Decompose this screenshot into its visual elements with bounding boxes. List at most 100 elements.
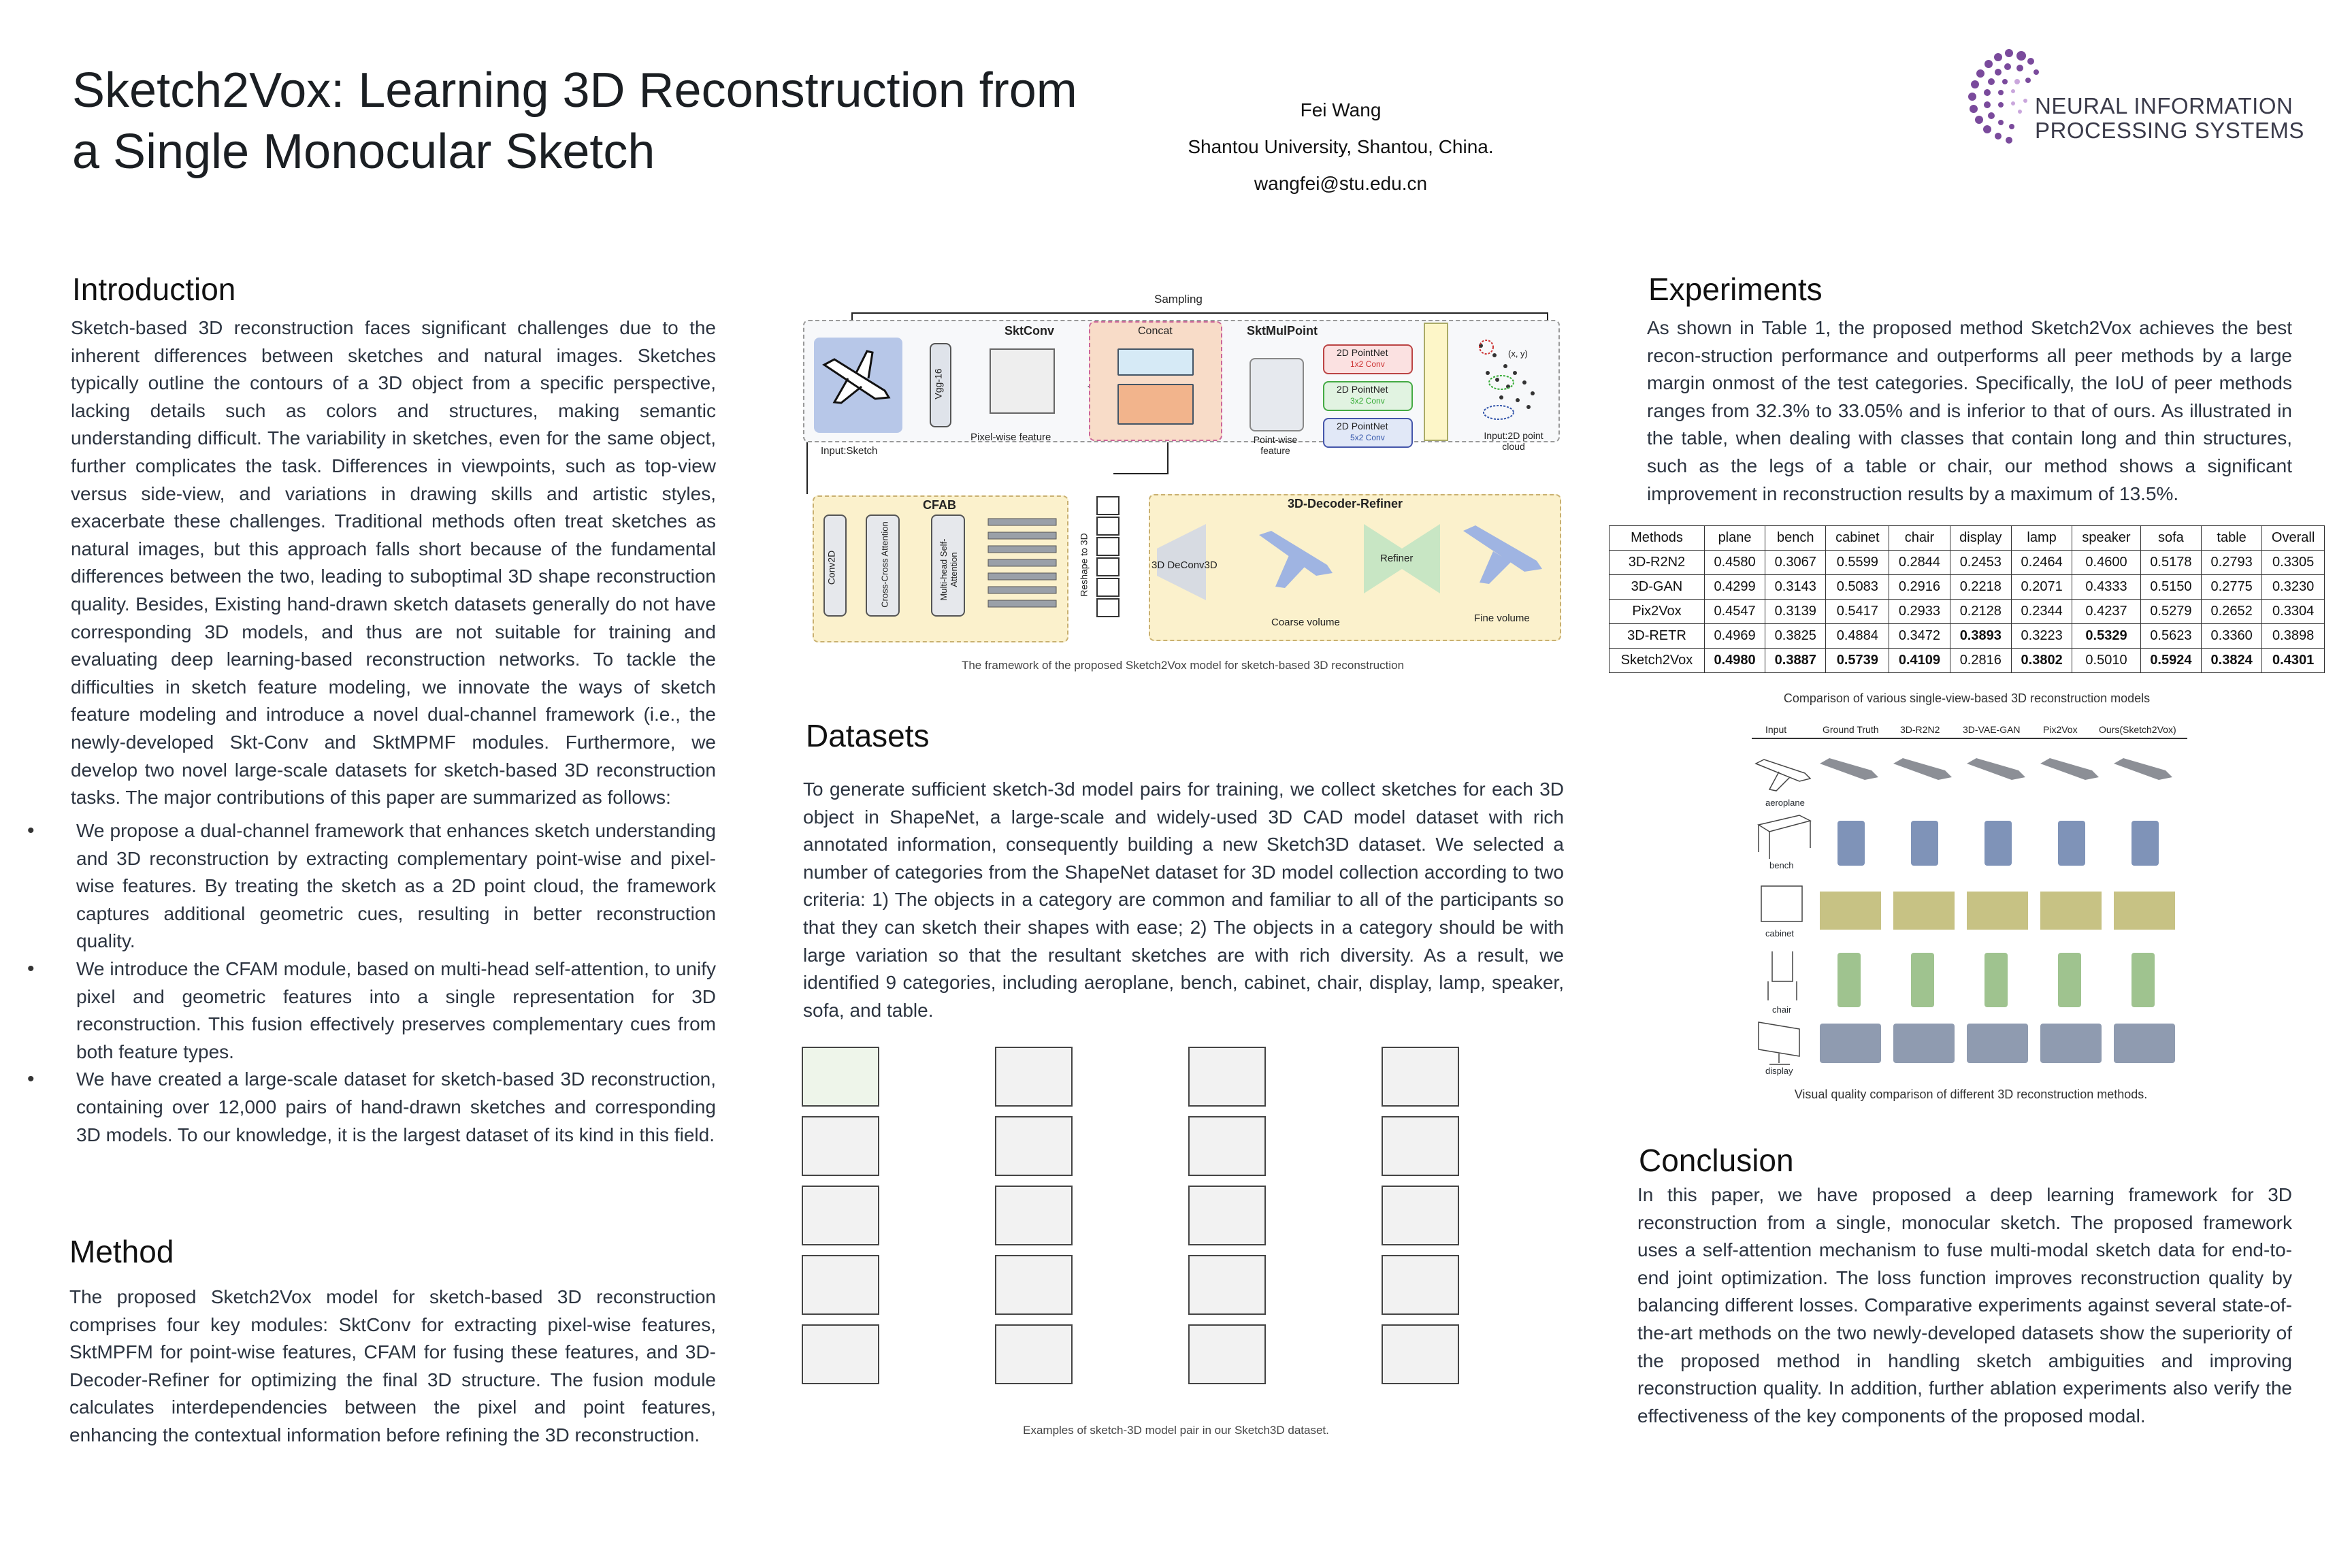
table-cell: 3D-RETR bbox=[1609, 623, 1705, 649]
table-cell: 0.3067 bbox=[1765, 550, 1827, 575]
experiments-paragraph: As shown in Table 1, the proposed method… bbox=[1647, 317, 2292, 504]
voxel-column-icon bbox=[1096, 496, 1120, 617]
conv2d-label: Conv2D bbox=[826, 550, 837, 585]
table-cell: 0.3139 bbox=[1765, 599, 1827, 624]
pointnet-3-sub: 5x2 Conv bbox=[1350, 433, 1385, 442]
cfab-label: CFAB bbox=[923, 498, 956, 512]
model-thumb bbox=[995, 1047, 1073, 1107]
table-cell: 0.3472 bbox=[1889, 623, 1950, 649]
pointnet-2-label: 2D PointNet bbox=[1337, 384, 1388, 395]
pointnet-block-2 bbox=[1323, 381, 1413, 411]
model-thumb bbox=[802, 1255, 879, 1315]
table-cell: 0.3305 bbox=[2261, 550, 2325, 575]
concat-label: Concat bbox=[1138, 325, 1173, 337]
visual-col-header: Ours(Sketch2Vox) bbox=[2099, 724, 2176, 735]
table-header-cell: sofa bbox=[2140, 525, 2202, 551]
visual-col-header: Input bbox=[1765, 724, 1787, 735]
neurips-logo-mark-icon bbox=[1968, 49, 2039, 144]
table-cell: 0.3223 bbox=[2010, 623, 2073, 649]
conclusion-paragraph: In this paper, we have proposed a deep l… bbox=[1637, 1184, 2292, 1426]
model-thumb bbox=[995, 1186, 1073, 1245]
table-cell-best: 0.5739 bbox=[1825, 648, 1890, 673]
model-thumb bbox=[995, 1255, 1073, 1315]
datasets-heading: Datasets bbox=[806, 718, 930, 753]
table-cell-best: 0.4109 bbox=[1889, 648, 1950, 673]
neurips-logo: NEURAL INFORMATION PROCESSING SYSTEMS bbox=[1960, 41, 2314, 163]
sketch-thumb bbox=[1079, 1116, 1157, 1176]
visual-row-label: aeroplane bbox=[1765, 798, 1805, 808]
table-row: Pix2Vox 0.4547 0.3139 0.5417 0.2933 0.21… bbox=[1609, 599, 2325, 624]
coarse-airplane-icon bbox=[1259, 531, 1333, 588]
sketch-thumb bbox=[886, 1116, 964, 1176]
fine-label: Fine volume bbox=[1474, 612, 1530, 624]
table-cell: 0.3143 bbox=[1765, 574, 1827, 600]
sktmulpoint-label: SktMulPoint bbox=[1247, 324, 1318, 338]
table-header-cell: Methods bbox=[1609, 525, 1705, 551]
table-cell: 3D-GAN bbox=[1609, 574, 1705, 600]
table-cell: 0.4884 bbox=[1825, 623, 1890, 649]
introduction-heading: Introduction bbox=[72, 272, 236, 307]
table-header-cell: speaker bbox=[2072, 525, 2141, 551]
deconv-trapezoid-icon bbox=[1157, 524, 1206, 600]
model-thumb bbox=[1382, 1324, 1459, 1384]
point-feature-label: Point-wise feature bbox=[1253, 434, 1298, 456]
display-sketch-icon bbox=[1758, 1022, 1800, 1065]
input-sketch-image bbox=[814, 338, 902, 433]
model-thumb bbox=[1188, 1186, 1266, 1245]
table-header-cell: bench bbox=[1765, 525, 1827, 551]
visual-header-row: Input Ground Truth 3D-R2N2 3D-VAE-GAN Pi… bbox=[1752, 724, 2187, 739]
xy-label: (x, y) bbox=[1508, 348, 1528, 359]
table-cell: 0.2916 bbox=[1889, 574, 1950, 600]
table-caption: Comparison of various single-view-based … bbox=[1783, 691, 2151, 705]
cabinet-sketch-icon bbox=[1761, 885, 1803, 922]
sketch-thumb bbox=[1466, 1324, 1544, 1384]
pointnet-2-sub: 3x2 Conv bbox=[1350, 396, 1385, 406]
logo-text-line1: NEURAL INFORMATION bbox=[2035, 93, 2293, 118]
point-cloud-icon bbox=[1479, 340, 1535, 420]
chair-results-icon bbox=[1838, 953, 2155, 1007]
table-header-cell: plane bbox=[1703, 525, 1766, 551]
table-cell: 0.5279 bbox=[2140, 599, 2202, 624]
contribution-item: We have created a large-scale dataset fo… bbox=[27, 1066, 716, 1149]
contribution-item: We introduce the CFAM module, based on m… bbox=[27, 956, 716, 1066]
logo-text-line2: PROCESSING SYSTEMS bbox=[2035, 118, 2304, 143]
table-cell: 0.2218 bbox=[1949, 574, 2012, 600]
author-block: Fei Wang Shantou University, Shantou, Ch… bbox=[1150, 92, 1531, 202]
table-header-cell: lamp bbox=[2010, 525, 2073, 551]
decoder-label: 3D-Decoder-Refiner bbox=[1288, 497, 1403, 510]
visual-row: chair bbox=[1752, 947, 2187, 1015]
experiments-heading: Experiments bbox=[1648, 272, 1823, 307]
pixel-feature-cube bbox=[990, 348, 1055, 414]
method-paragraph: The proposed Sketch2Vox model for sketch… bbox=[69, 1286, 716, 1446]
table-cell: 0.2464 bbox=[2010, 550, 2073, 575]
airplane-results-icon bbox=[1820, 758, 2172, 780]
bench-sketch-icon bbox=[1757, 815, 1812, 859]
table-cell: 0.4580 bbox=[1703, 550, 1766, 575]
model-thumb bbox=[802, 1186, 879, 1245]
table-cell-best: 0.5329 bbox=[2072, 623, 2141, 649]
visual-row: bench bbox=[1752, 811, 2187, 879]
model-thumb bbox=[1382, 1047, 1459, 1107]
visual-row-label: bench bbox=[1769, 860, 1794, 870]
sketch-thumb bbox=[1273, 1324, 1350, 1384]
table-cell: Sketch2Vox bbox=[1609, 648, 1705, 673]
visual-caption: Visual quality comparison of different 3… bbox=[1794, 1088, 2148, 1101]
model-thumb bbox=[995, 1116, 1073, 1176]
airplane-sketch-icon bbox=[1754, 759, 1812, 791]
bench-results-icon bbox=[1838, 821, 2159, 866]
visual-col-header: 3D-VAE-GAN bbox=[1963, 724, 2021, 735]
table-cell: 0.5010 bbox=[2072, 648, 2141, 673]
visual-comparison-figure: Input Ground Truth 3D-R2N2 3D-VAE-GAN Pi… bbox=[1752, 724, 2187, 1078]
introduction-paragraph: Sketch-based 3D reconstruction faces sig… bbox=[71, 317, 716, 808]
sketch3d-example-grid bbox=[802, 1047, 1550, 1398]
table-cell: 0.3230 bbox=[2261, 574, 2325, 600]
table-cell-best: 0.3887 bbox=[1765, 648, 1827, 673]
contribution-item: We propose a dual-channel framework that… bbox=[27, 817, 716, 956]
visual-row-label: chair bbox=[1772, 1004, 1792, 1015]
visual-row: aeroplane bbox=[1752, 743, 2187, 811]
visual-row: cabinet bbox=[1752, 879, 2187, 947]
sketch-thumb bbox=[1079, 1047, 1157, 1107]
table-cell: 0.3898 bbox=[2261, 623, 2325, 649]
pointnet-1-label: 2D PointNet bbox=[1337, 347, 1388, 358]
model-thumb bbox=[1382, 1255, 1459, 1315]
